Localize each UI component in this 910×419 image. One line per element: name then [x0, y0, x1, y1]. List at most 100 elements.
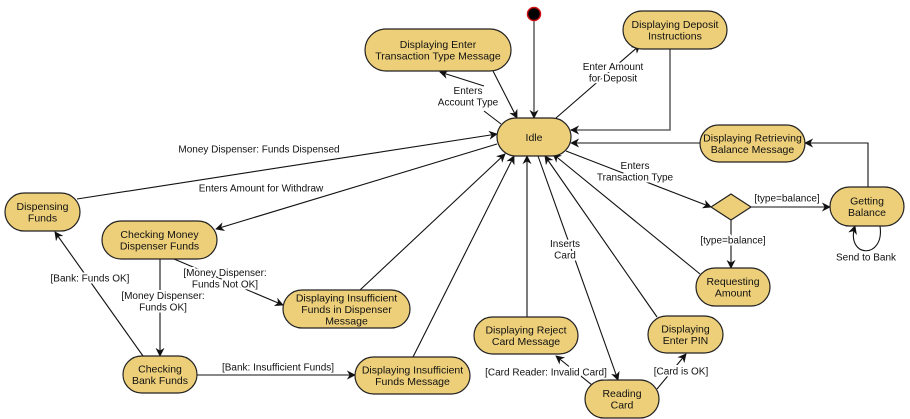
state-shape — [101, 220, 218, 260]
state-label: Displaying Retrieving — [703, 133, 802, 145]
transition-label: Send to Bank — [836, 253, 897, 264]
state-label: Idle — [526, 132, 543, 144]
transition-label: Enters Amount for Withdraw — [199, 184, 324, 195]
transition-label: Enters — [621, 161, 650, 172]
state-shape — [282, 289, 411, 329]
initial-state — [526, 6, 542, 22]
state-idle[interactable]: Idle — [496, 117, 572, 157]
transition-label: [Card Reader: Invalid Card] — [485, 368, 607, 379]
choice-diamond — [709, 193, 753, 221]
state-shape — [473, 316, 579, 355]
transition-idle-dettm — [440, 72, 502, 125]
transition-rc-drcm — [555, 355, 593, 386]
state-label: Bank Funds — [132, 375, 188, 387]
transition-idle-choice — [565, 150, 712, 209]
transition-label: Money Dispenser: Funds Dispensed — [178, 145, 339, 156]
transition-label: [Money Dispenser: — [121, 291, 204, 302]
state-shape — [354, 356, 471, 395]
state-label: Transaction Type Message — [375, 51, 501, 63]
transition-label: [Money Dispenser: — [183, 268, 266, 279]
state-label: Funds in Dispenser — [301, 304, 392, 316]
transition-ddi-idle — [570, 49, 671, 135]
state-label: Checking Money — [120, 229, 199, 241]
transition-label: Funds OK] — [139, 302, 187, 313]
state-label: Dispenser Funds — [120, 241, 199, 253]
state-label: Displaying Insufficient — [296, 292, 397, 304]
transition-label: [type=balance] — [754, 194, 820, 205]
state-label: Funds — [28, 213, 57, 225]
state-label: Message — [325, 315, 368, 327]
transition-label: for Deposit — [589, 73, 638, 84]
transition-label: [Bank: Insufficient Funds] — [222, 363, 334, 374]
transition-label: Funds Not OK] — [192, 279, 258, 290]
transition-cbf-df — [54, 231, 144, 357]
state-label: Getting — [850, 196, 884, 208]
transition-gb-drbm — [804, 138, 869, 187]
transition-dettm-idle — [491, 68, 518, 119]
state-shape — [695, 267, 771, 307]
state-shape — [829, 186, 905, 227]
state-label: Displaying Insufficient — [362, 365, 463, 377]
state-shape — [647, 315, 724, 354]
transition-gb-gb — [848, 225, 881, 252]
transition-label: Transaction Type — [597, 172, 674, 183]
state-shape — [364, 28, 512, 72]
transition-dep-idle — [544, 155, 658, 318]
transition-label: [Card is OK] — [654, 367, 709, 378]
state-label: Card — [611, 400, 634, 412]
state-label: Amount — [715, 288, 751, 300]
state-label: Displaying Enter — [400, 39, 477, 51]
state-shape — [622, 10, 728, 50]
transition-difdm-idle — [359, 153, 506, 291]
state-shape — [122, 355, 198, 394]
transition-label: [Bank: Funds OK] — [51, 274, 130, 285]
state-shape — [584, 379, 660, 419]
transition-rc-dep — [656, 353, 687, 390]
transition-label: Enter Amount — [583, 62, 644, 73]
transition-label: Inserts — [550, 239, 580, 250]
transition-difm-idle — [412, 155, 515, 358]
state-label: Instructions — [648, 31, 702, 43]
state-shape — [496, 117, 572, 157]
state-label: Checking — [138, 364, 182, 376]
state-label: Requesting — [706, 276, 759, 288]
state-shape — [4, 192, 81, 232]
transition-ra-idle — [552, 153, 701, 275]
transitions — [54, 21, 881, 390]
transition-label: Account Type — [438, 97, 499, 108]
transition-label: Enters — [454, 86, 483, 97]
state-label: Displaying Reject — [485, 325, 566, 337]
transition-df-idle — [76, 130, 498, 200]
transition-idle-rc — [537, 155, 620, 381]
state-label: Enter PIN — [663, 335, 709, 347]
state-label: Displaying Deposit — [632, 19, 719, 31]
transition-label: [type=balance] — [700, 236, 766, 247]
state-label: Balance Message — [711, 144, 795, 156]
state-shape — [699, 124, 806, 163]
state-label: Displaying — [661, 324, 710, 336]
transition-label: Card — [554, 250, 576, 261]
state-label: Funds Message — [375, 376, 450, 388]
state-label: Reading — [602, 388, 641, 400]
state-label: Balance — [848, 207, 886, 219]
state-label: Card Message — [492, 336, 560, 348]
transition-idle-ddi — [555, 44, 641, 119]
transition-idle-cmdf — [215, 143, 498, 231]
transition-cmdf-difdm — [173, 258, 284, 306]
